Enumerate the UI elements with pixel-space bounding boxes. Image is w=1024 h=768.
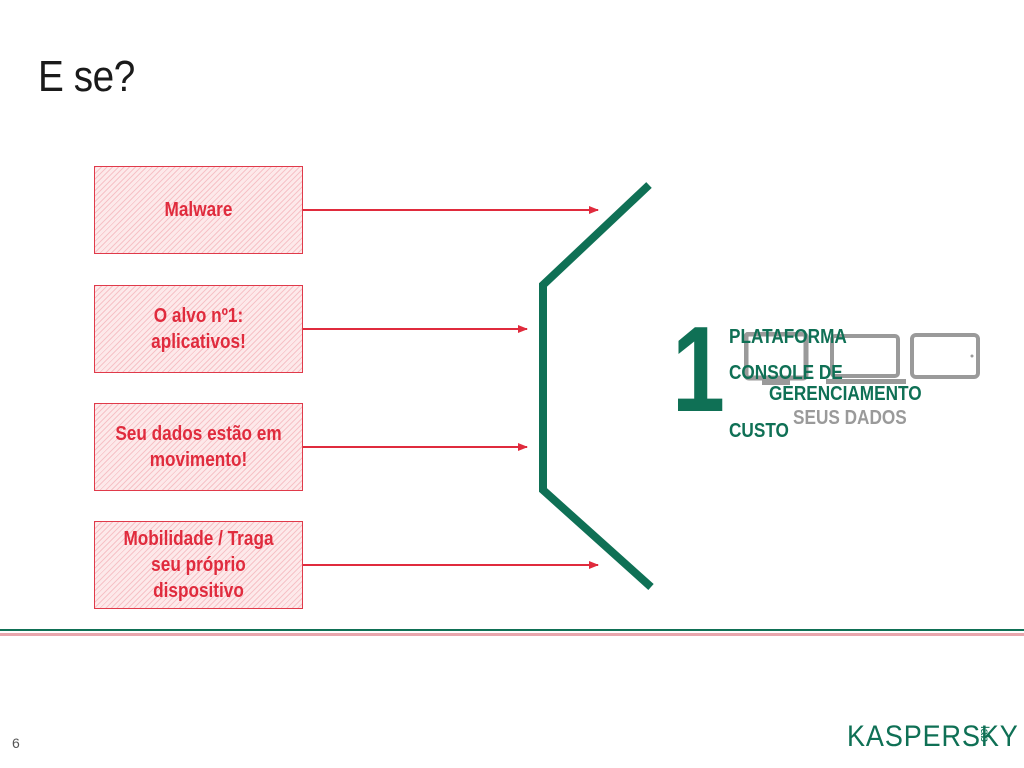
funnel-bracket (539, 182, 654, 590)
slide-title: E se? (38, 52, 135, 101)
solution-data-label: SEUS DADOS (793, 407, 907, 429)
issue-label: Malware (164, 199, 233, 221)
kaspersky-logo: KASPERSKY lab (847, 720, 1024, 754)
solution-item-platform: PLATAFORMA (729, 326, 847, 348)
issue-box-data-in-motion: Seu dados estão em movimento! (94, 403, 303, 491)
logo-suffix: lab (978, 726, 992, 743)
issue-box-apps-target: O alvo nº1: aplicativos! (94, 285, 303, 373)
footer-divider-red (0, 633, 1024, 636)
issue-label: Mobilidade / Traga seu próprio dispositi… (123, 528, 274, 602)
laptop-icon (826, 334, 906, 384)
desktop-monitor-icon (744, 332, 809, 385)
logo-wordmark: KASPERSKY (847, 720, 1019, 753)
issue-box-byod: Mobilidade / Traga seu próprio dispositi… (94, 521, 303, 609)
solution-item-cost: CUSTO (729, 420, 789, 442)
solution-item-management: GERENCIAMENTO (769, 383, 922, 405)
tablet-icon (910, 333, 980, 379)
issue-label: O alvo nº1: aplicativos! (151, 305, 246, 353)
issue-label: Seu dados estão em movimento! (115, 423, 282, 471)
footer-divider-green (0, 629, 1024, 631)
page-number: 6 (12, 735, 20, 751)
issue-box-malware: Malware (94, 166, 303, 254)
solution-number: 1 (672, 301, 725, 437)
solution-item-console: CONSOLE DE (729, 362, 843, 384)
